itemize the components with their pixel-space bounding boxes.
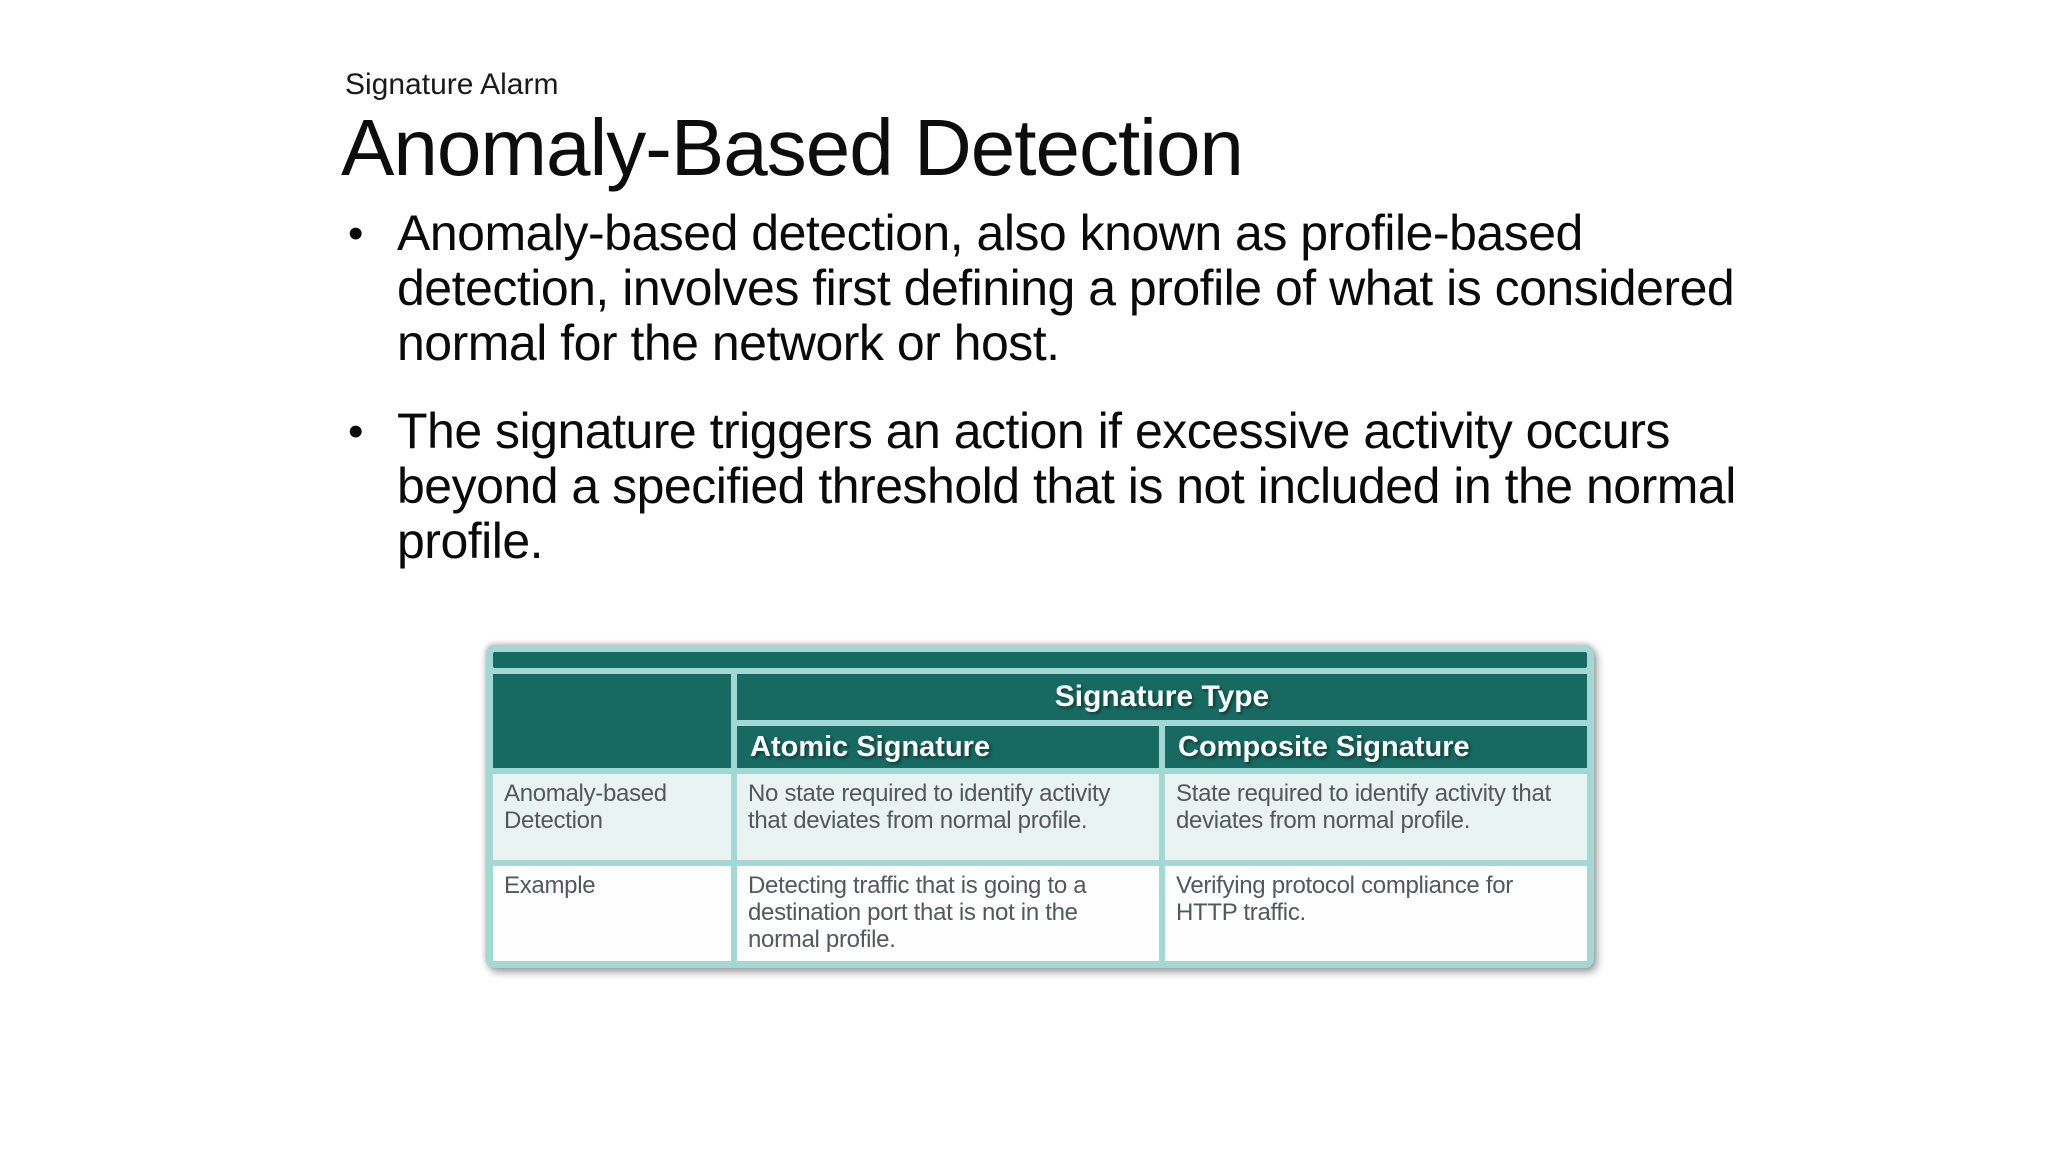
table-row-label: Anomaly-based Detection [493, 774, 731, 860]
bullet-text: Anomaly-based detection, also known as p… [397, 205, 1735, 371]
bullet-item: • The signature triggers an action if ex… [348, 404, 1738, 569]
table-column-header-atomic: Atomic Signature [737, 726, 1159, 768]
table-row-label: Example [493, 866, 731, 961]
table-cell-atomic: No state required to identify activity t… [737, 774, 1159, 860]
slide-subtitle: Signature Alarm [345, 68, 559, 101]
table-cell-composite: Verifying protocol compliance for HTTP t… [1165, 866, 1587, 961]
slide-title: Anomaly-Based Detection [341, 103, 1244, 192]
bullet-text: The signature triggers an action if exce… [397, 403, 1736, 569]
bullet-item: • Anomaly-based detection, also known as… [348, 206, 1738, 371]
table-top-strip [493, 652, 1587, 668]
table-column-header-composite: Composite Signature [1165, 726, 1587, 768]
table-cell-composite: State required to identify activity that… [1165, 774, 1587, 860]
table-group-header: Signature Type [737, 674, 1587, 720]
table-cell-atomic: Detecting traffic that is going to a des… [737, 866, 1159, 961]
bullet-marker-icon: • [348, 209, 363, 258]
table-corner-cell [493, 674, 731, 768]
table-grid: Signature Type Atomic Signature Composit… [493, 674, 1587, 961]
bullet-list: • Anomaly-based detection, also known as… [348, 206, 1738, 602]
bullet-marker-icon: • [348, 407, 363, 456]
signature-type-table: Signature Type Atomic Signature Composit… [486, 645, 1594, 968]
